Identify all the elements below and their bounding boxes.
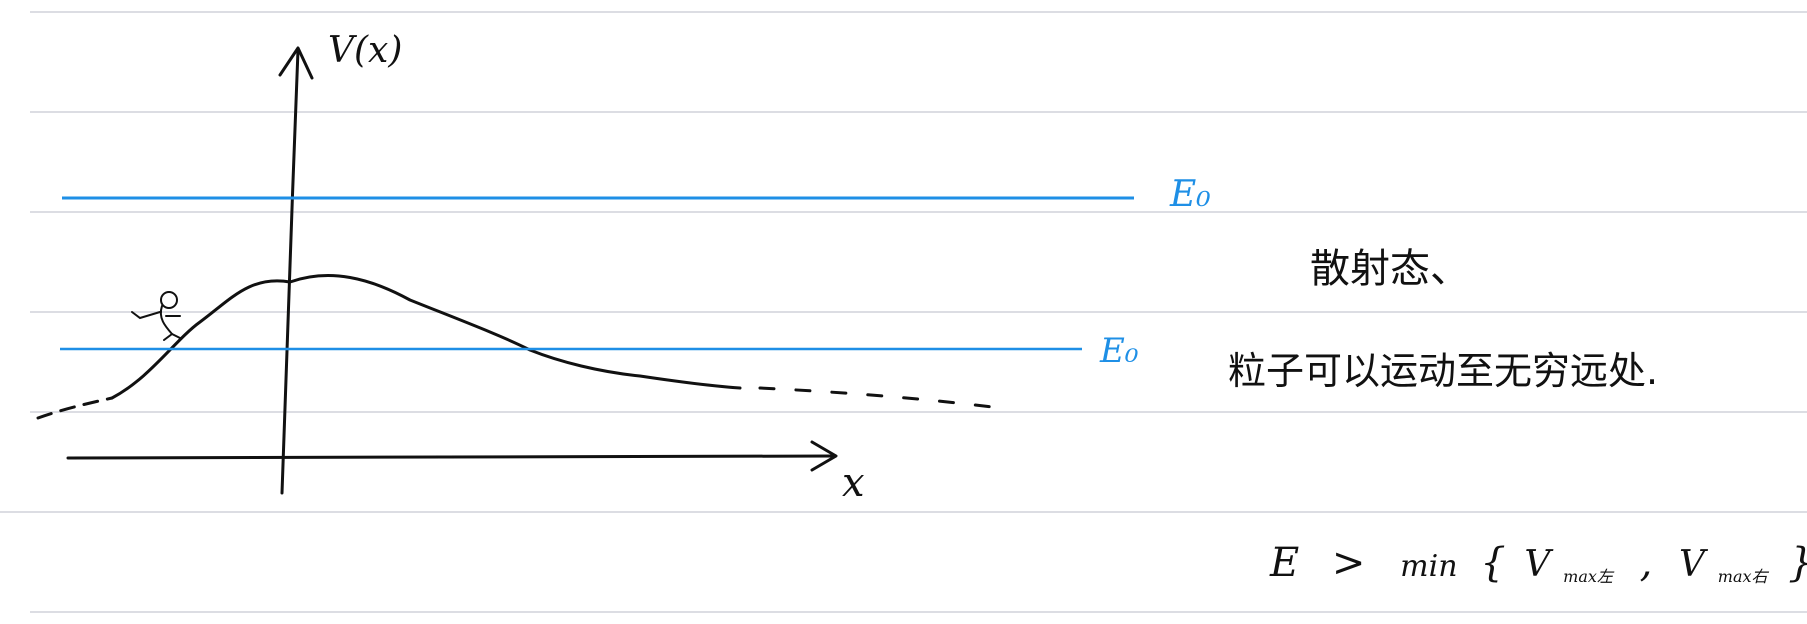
y-axis-label: V(x) [328, 30, 402, 71]
formula-v2-subscript: max右 [1718, 567, 1770, 586]
formula-rbrace: } [1788, 540, 1807, 586]
axes [66, 46, 838, 495]
formula-gt: > [1332, 540, 1366, 586]
energy-level-label-high: E₀ [1169, 174, 1211, 215]
potential-curve [36, 274, 1002, 420]
formula-v2: V [1679, 544, 1709, 585]
stick-figure-icon [131, 291, 181, 341]
formula-v1: V [1524, 544, 1554, 585]
x-axis [66, 454, 836, 460]
potential-solid [110, 274, 742, 400]
potential-dashed-left [36, 396, 114, 420]
formula-min: min [1400, 549, 1457, 584]
formula-E: E [1269, 540, 1299, 586]
energy-levels: E₀ E₀ [60, 174, 1211, 371]
formula-lbrace: { [1480, 540, 1505, 586]
formula-v1-subscript: max左 [1563, 567, 1615, 586]
x-axis-arrowhead [810, 440, 838, 472]
condition-formula: E > min { V max左 , V max右 } [1269, 540, 1807, 592]
energy-level-label-low: E₀ [1099, 331, 1139, 371]
x-axis-label: x [842, 460, 865, 506]
ruled-lines [0, 11, 1807, 613]
formula-comma: , [1640, 540, 1653, 586]
scattering-state-title: 散射态、 [1310, 246, 1470, 292]
potential-dashed-right [758, 386, 1002, 410]
scattering-state-description: 粒子可以运动至无穷远处. [1228, 349, 1658, 393]
y-axis-arrowhead [278, 46, 314, 80]
y-axis [280, 48, 300, 495]
